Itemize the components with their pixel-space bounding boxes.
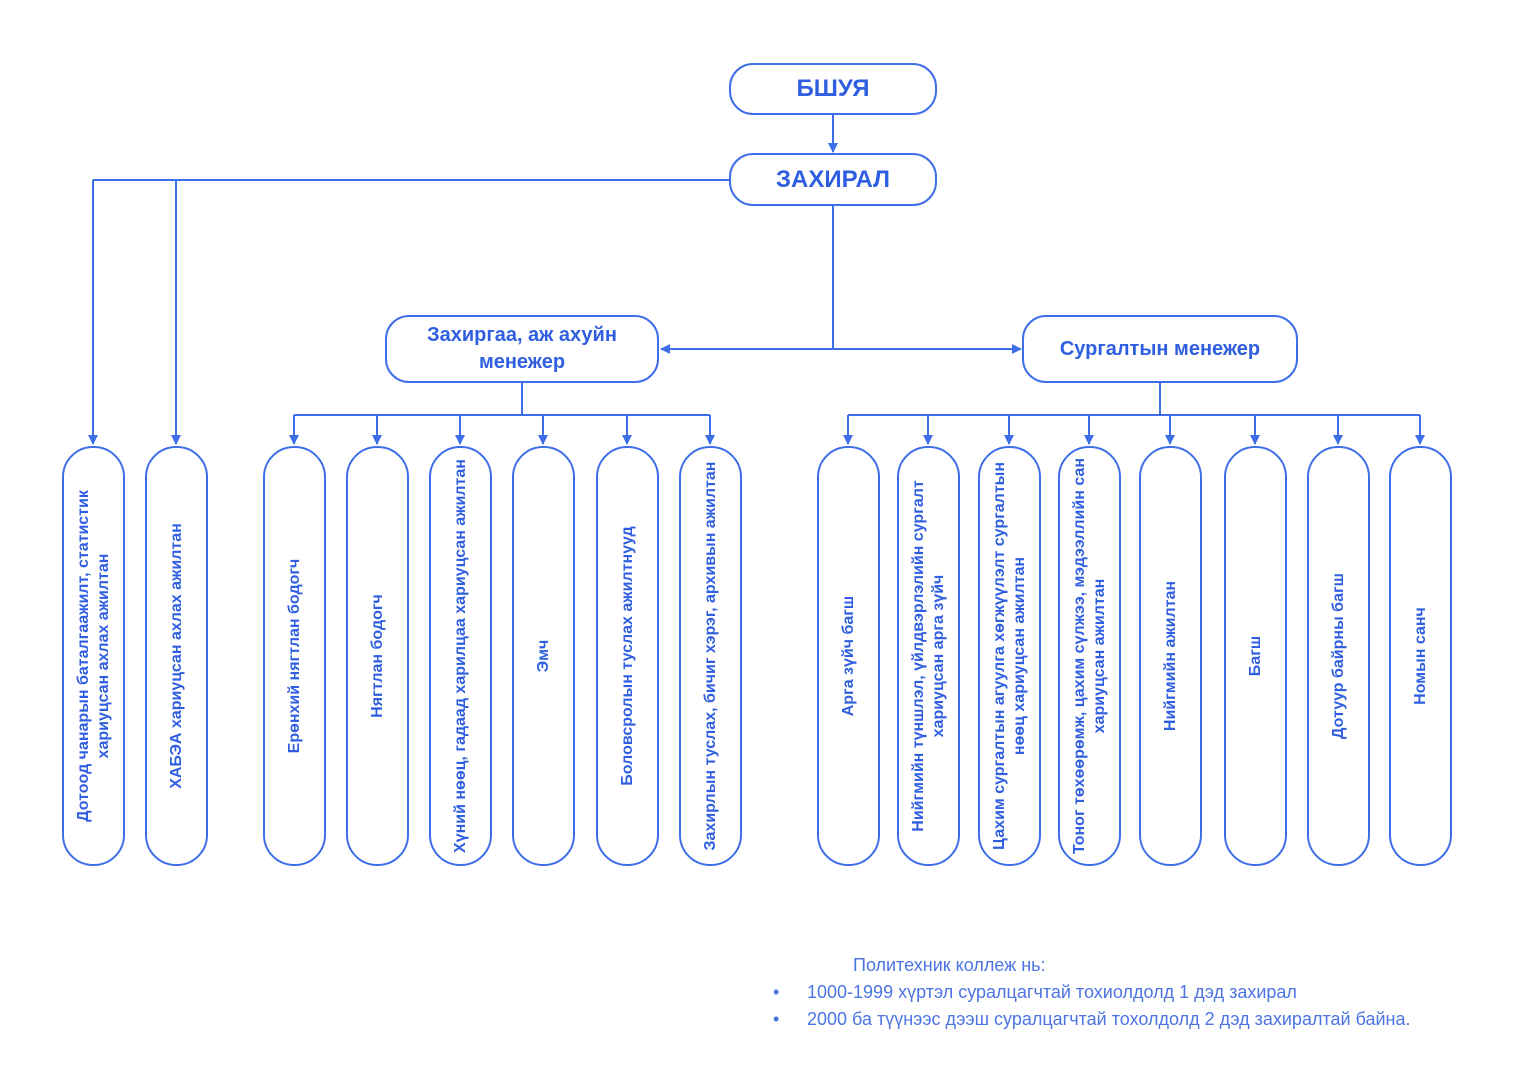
admin-unit-node: Хүний нөөц, гадаад харилцаа хариуцсан аж… [429,446,492,866]
admin-unit-label: Эмч [534,639,552,673]
director-unit-label: ХАБЭА хариуцсан ахлах ажилтан [167,523,185,789]
note-block: Политехник коллеж нь: • 1000-1999 хүртэл… [773,952,1410,1033]
director-unit-node: ХАБЭА хариуцсан ахлах ажилтан [145,446,208,866]
training-unit-label: Нийгмийн түншлэл, үйлдвэрлэлийн сургалт … [909,480,947,832]
training-unit-label: Тоног төхөөрөмж, цахим сүлжээ, мэдээллий… [1070,458,1108,855]
admin-unit-node: Нягтлан бодогч [346,446,409,866]
note-item: • 1000-1999 хүртэл суралцагчтай тохиолдо… [773,979,1410,1006]
training-manager-label: Сургалтын менежер [1059,337,1261,360]
director-node: ЗАХИРАЛ [729,153,937,206]
training-unit-node: Номын санч [1389,446,1452,866]
admin-unit-node: Захирлын туслах, бичиг хэрэг, архивын аж… [679,446,742,866]
ministry-node: БШУЯ [729,63,937,115]
admin-unit-node: Боловсролын туслах ажилтнууд [596,446,659,866]
training-unit-node: Цахим сургалтын агуулга хөгжүүлэлт сурга… [978,446,1041,866]
training-unit-label: Нийгмийн ажилтан [1161,580,1179,732]
training-unit-label: Номын санч [1411,607,1429,705]
bullet-icon: • [773,1009,780,1029]
training-unit-label: Дотуур байрны багш [1329,573,1347,739]
admin-unit-node: Ерөнхий нягтлан бодогч [263,446,326,866]
training-unit-node: Багш [1224,446,1287,866]
training-unit-label: Багш [1246,635,1264,677]
training-unit-node: Арга зүйч багш [817,446,880,866]
admin-unit-label: Хүний нөөц, гадаад харилцаа хариуцсан аж… [451,459,469,853]
note-title: Политехник коллеж нь: [853,955,1046,975]
training-unit-node: Тоног төхөөрөмж, цахим сүлжээ, мэдээллий… [1058,446,1121,866]
training-unit-node: Нийгмийн ажилтан [1139,446,1202,866]
training-unit-node: Дотуур байрны багш [1307,446,1370,866]
training-unit-label: Арга зүйч багш [839,595,857,717]
admin-unit-label: Нягтлан бодогч [368,594,386,718]
note-item: • 2000 ба түүнээс дээш суралцагчтай тохо… [773,1006,1410,1033]
admin-unit-label: Захирлын туслах, бичиг хэрэг, архивын аж… [701,461,719,851]
admin-unit-node: Эмч [512,446,575,866]
ministry-label: БШУЯ [796,75,870,102]
director-label: ЗАХИРАЛ [776,165,890,193]
training-unit-node: Нийгмийн түншлэл, үйлдвэрлэлийн сургалт … [897,446,960,866]
bullet-icon: • [773,982,780,1002]
admin-unit-label: Боловсролын туслах ажилтнууд [618,526,636,786]
director-unit-node: Дотоод чанарын баталгаажилт, статистик х… [62,446,125,866]
director-unit-label: Дотоод чанарын баталгаажилт, статистик х… [74,490,112,822]
admin-manager-label: Захиргаа, аж ахуйн менежер [427,324,617,373]
note-item-text: 1000-1999 хүртэл суралцагчтай тохиолдолд… [807,982,1297,1002]
admin-manager-node: Захиргаа, аж ахуйн менежер [385,315,659,383]
training-unit-label: Цахим сургалтын агуулга хөгжүүлэлт сурга… [990,462,1028,850]
note-item-text: 2000 ба түүнээс дээш суралцагчтай тохолд… [807,1009,1411,1029]
training-manager-node: Сургалтын менежер [1022,315,1298,383]
admin-unit-label: Ерөнхий нягтлан бодогч [285,558,303,754]
